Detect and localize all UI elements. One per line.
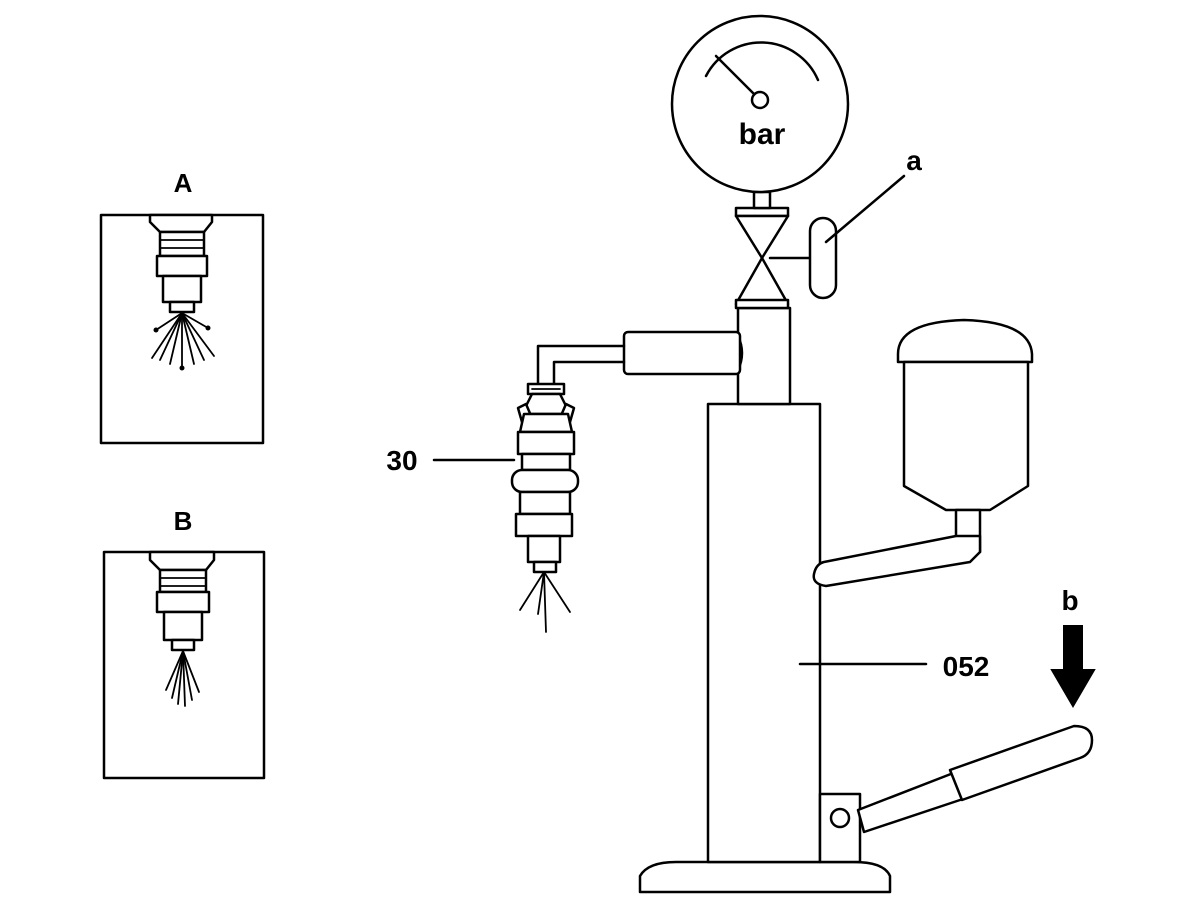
tester-column	[706, 402, 822, 864]
panel-a: A	[99, 168, 265, 445]
panel-b: B	[102, 506, 266, 780]
gauge-unit-label: bar	[739, 118, 786, 151]
injector-label: 30	[386, 445, 417, 476]
connector-pipe	[536, 330, 744, 386]
press-direction-arrow	[1050, 625, 1096, 708]
injector	[510, 382, 580, 633]
panel-b-nozzle	[148, 550, 216, 652]
gauge-scale-arc	[704, 41, 820, 82]
panel-a-wide-spray	[151, 312, 215, 371]
tester-column-label: 052	[943, 651, 990, 682]
panel-a-nozzle	[148, 213, 214, 314]
panel-b-narrow-spray	[165, 650, 200, 707]
panel-a-label: A	[174, 168, 193, 198]
pump-lever	[818, 724, 1094, 864]
valve-handle-label: a	[906, 145, 922, 176]
press-direction-label: b	[1061, 585, 1078, 616]
gauge-pivot	[750, 90, 770, 110]
pressure-gauge: bar	[670, 14, 850, 194]
fluid-reservoir	[812, 318, 1034, 588]
gauge-needle	[714, 54, 756, 96]
leader-line-a	[824, 174, 906, 244]
panel-b-label: B	[174, 506, 193, 536]
tester-base	[638, 860, 892, 894]
riser-pipe	[736, 306, 792, 406]
shutoff-valve	[734, 190, 790, 310]
